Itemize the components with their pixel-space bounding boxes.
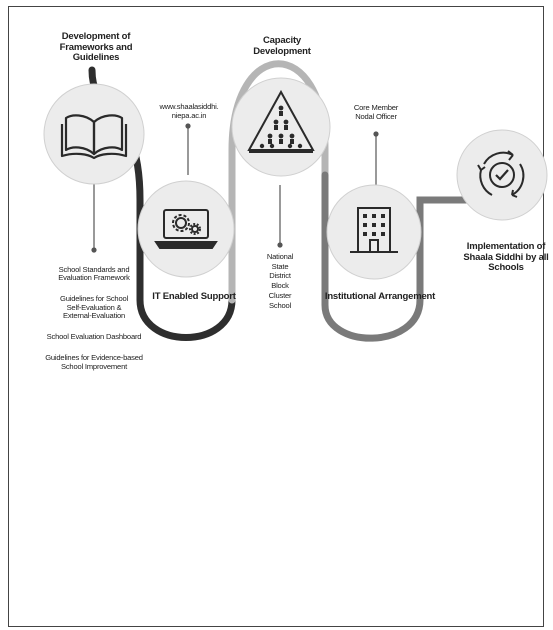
step-title-implementation: Implementation of Shaala Siddhi by all S… — [463, 241, 549, 274]
step-title-it-support: IT Enabled Support — [152, 291, 236, 302]
leader-dot-4 — [373, 131, 379, 137]
detail-item: Guidelines for Evidence-based School Imp… — [45, 353, 143, 371]
leader-dot-2 — [185, 123, 191, 129]
leader-lines — [91, 123, 379, 253]
leader-dot-3 — [277, 242, 283, 248]
detail-item: Guidelines for School Self-Evaluation & … — [60, 294, 128, 320]
building-icon — [350, 207, 398, 253]
step-title-institutional: Institutional Arrangement — [324, 291, 436, 302]
detail-item: School Standards and Evaluation Framewor… — [58, 264, 130, 282]
frameworks-details-list: School Standards and Evaluation Framewor… — [24, 257, 164, 384]
path-segment-3 — [321, 171, 474, 342]
pyramid-people-icon — [247, 89, 315, 153]
book-icon — [60, 114, 128, 160]
step-circle-5 — [456, 129, 548, 221]
institutional-members: Core Member Nodal Officer — [353, 103, 399, 121]
step-title-capacity: Capacity Development — [253, 35, 311, 57]
website-url: www.shaalasiddhi. niepa.ac.in — [159, 102, 219, 120]
detail-item: School Evaluation Dashboard — [46, 332, 142, 341]
capacity-levels-list: National State District Block Cluster Sc… — [266, 252, 294, 310]
step-title-frameworks: Development of Frameworks and Guidelines — [59, 31, 133, 64]
leader-dot-1 — [91, 247, 97, 253]
laptop-gear-icon — [154, 209, 218, 249]
cycle-check-icon — [477, 150, 525, 198]
